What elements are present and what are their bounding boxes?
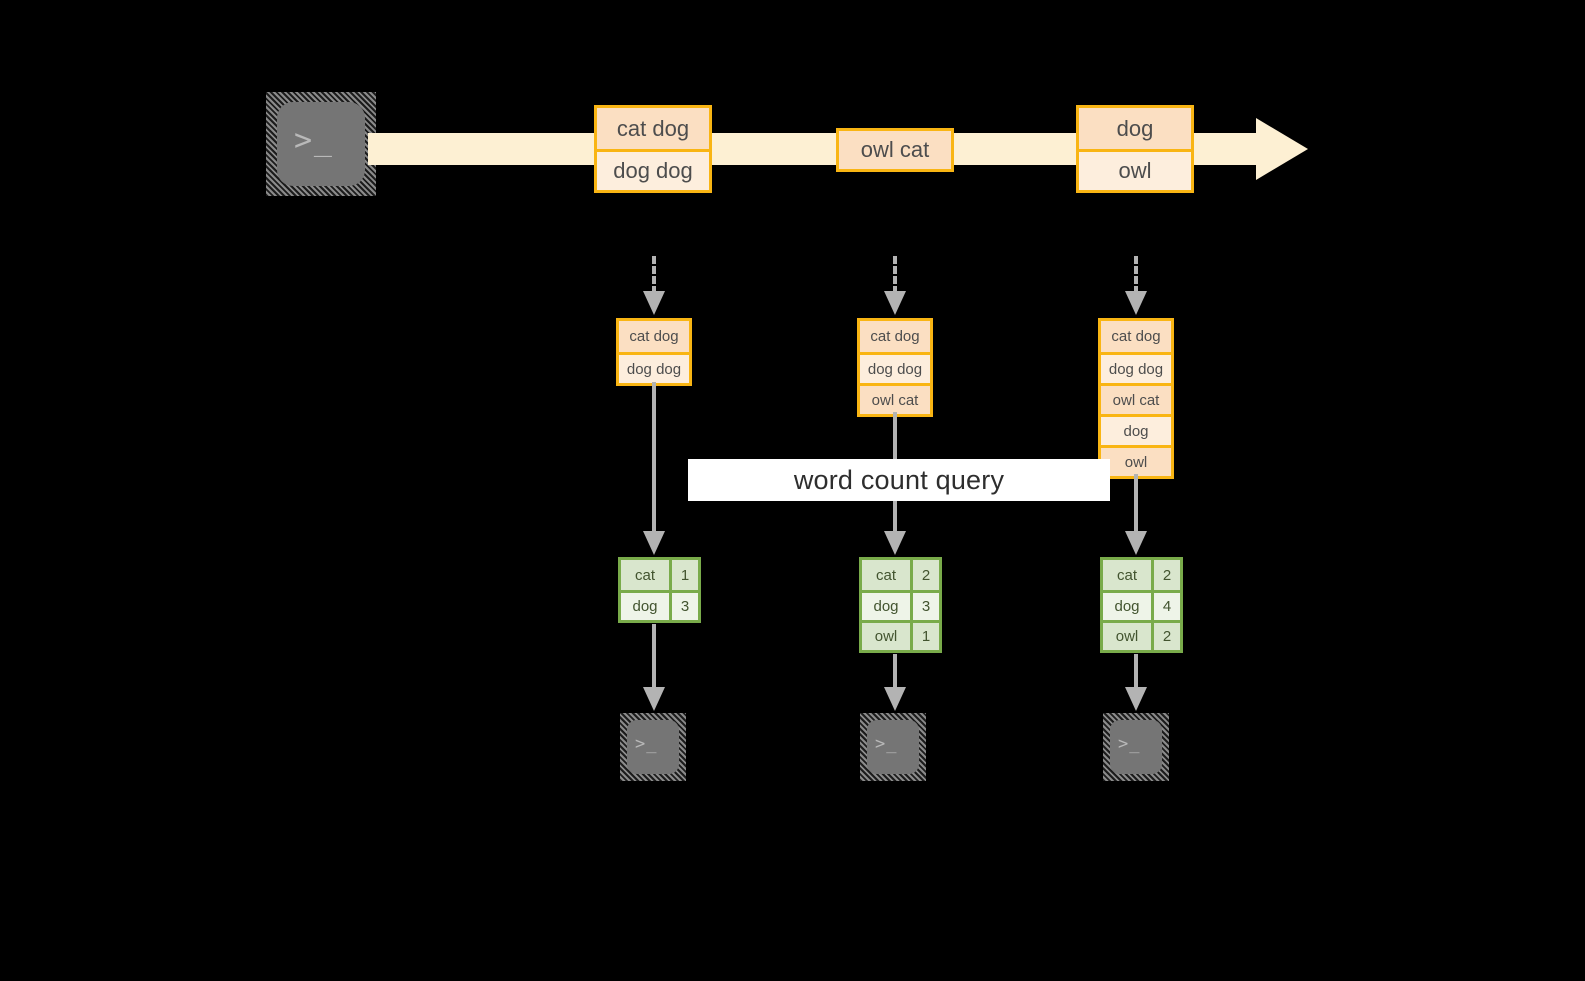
- terminal-screen: [277, 102, 365, 186]
- result-to-sink-connector: [1134, 654, 1138, 690]
- result-count: 3: [669, 593, 698, 620]
- result-to-sink-arrowhead-icon: [643, 687, 665, 711]
- state-to-result-connector: [1134, 474, 1138, 534]
- query-label: word count query: [793, 464, 1005, 495]
- state-to-result-connector: [652, 382, 656, 534]
- sink-terminal-icon: >_: [620, 713, 686, 781]
- terminal-prompt-glyph: >_: [294, 123, 334, 158]
- stream-to-state-connector: [652, 256, 656, 294]
- state-line: cat dog: [1101, 321, 1171, 352]
- terminal-screen: [867, 720, 919, 774]
- result-word: dog: [1114, 598, 1140, 615]
- state-to-result-arrowhead-icon: [1125, 531, 1147, 555]
- table-row: dog 3: [621, 590, 698, 620]
- terminal-screen: [1110, 720, 1162, 774]
- result-word: cat: [621, 560, 669, 590]
- state-line: dog: [1101, 414, 1171, 445]
- terminal-prompt-glyph: >_: [1118, 734, 1141, 754]
- table-row: cat 2: [1103, 560, 1180, 590]
- stream-to-state-arrowhead-icon: [1125, 291, 1147, 315]
- result-table: cat 2 dog 4 owl 2: [1100, 557, 1183, 653]
- stream-event-box: cat dog dog dog: [594, 105, 712, 193]
- stream-event-box: owl cat: [836, 128, 954, 172]
- state-line: dog dog: [619, 352, 689, 383]
- state-line: cat dog: [860, 321, 930, 352]
- result-count: 1: [910, 623, 939, 650]
- result-word: dog: [632, 598, 658, 615]
- state-line: dog dog: [1101, 352, 1171, 383]
- result-count: 2: [1151, 560, 1180, 590]
- terminal-prompt-glyph: >_: [875, 734, 898, 754]
- result-to-sink-connector: [652, 624, 656, 690]
- table-row: owl 2: [1103, 620, 1180, 650]
- stream-to-state-connector: [1134, 256, 1138, 294]
- accumulated-state-box: cat dog dog dog owl cat: [857, 318, 933, 417]
- terminal-screen: [627, 720, 679, 774]
- table-row: dog 4: [1103, 590, 1180, 620]
- stream-arrowhead-icon: [1256, 118, 1308, 180]
- state-to-result-arrowhead-icon: [884, 531, 906, 555]
- result-word: owl: [1103, 623, 1151, 650]
- state-line: owl cat: [1101, 383, 1171, 414]
- stream-event-line: dog: [1079, 108, 1191, 149]
- accumulated-state-box: cat dog dog dog: [616, 318, 692, 386]
- result-count: 2: [1151, 623, 1180, 650]
- stream-event-line: owl: [1079, 149, 1191, 190]
- terminal-prompt-glyph: >_: [635, 734, 658, 754]
- query-label-band: word count query: [688, 459, 1110, 501]
- state-to-result-arrowhead-icon: [643, 531, 665, 555]
- source-terminal-icon: >_: [266, 92, 376, 196]
- state-line: owl cat: [860, 383, 930, 414]
- stream-event-line: cat dog: [597, 108, 709, 149]
- stream-to-state-arrowhead-icon: [884, 291, 906, 315]
- result-word: cat: [1103, 560, 1151, 590]
- result-to-sink-arrowhead-icon: [884, 687, 906, 711]
- result-count: 3: [910, 593, 939, 620]
- result-word: owl: [862, 623, 910, 650]
- stream-event-line: owl cat: [839, 131, 951, 169]
- table-row: cat 1: [621, 560, 698, 590]
- sink-terminal-icon: >_: [860, 713, 926, 781]
- result-table: cat 1 dog 3: [618, 557, 701, 623]
- table-row: owl 1: [862, 620, 939, 650]
- table-row: cat 2: [862, 560, 939, 590]
- result-count: 4: [1151, 593, 1180, 620]
- result-word: cat: [862, 560, 910, 590]
- result-table: cat 2 dog 3 owl 1: [859, 557, 942, 653]
- stream-event-line: dog dog: [597, 149, 709, 190]
- result-count: 2: [910, 560, 939, 590]
- result-to-sink-arrowhead-icon: [1125, 687, 1147, 711]
- result-to-sink-connector: [893, 654, 897, 690]
- result-word: dog: [873, 598, 899, 615]
- state-line: cat dog: [619, 321, 689, 352]
- stream-to-state-arrowhead-icon: [643, 291, 665, 315]
- stream-to-state-connector: [893, 256, 897, 294]
- accumulated-state-box: cat dog dog dog owl cat dog owl: [1098, 318, 1174, 479]
- stream-event-box: dog owl: [1076, 105, 1194, 193]
- result-count: 1: [669, 560, 698, 590]
- state-line: dog dog: [860, 352, 930, 383]
- state-line: owl: [1101, 445, 1171, 476]
- table-row: dog 3: [862, 590, 939, 620]
- sink-terminal-icon: >_: [1103, 713, 1169, 781]
